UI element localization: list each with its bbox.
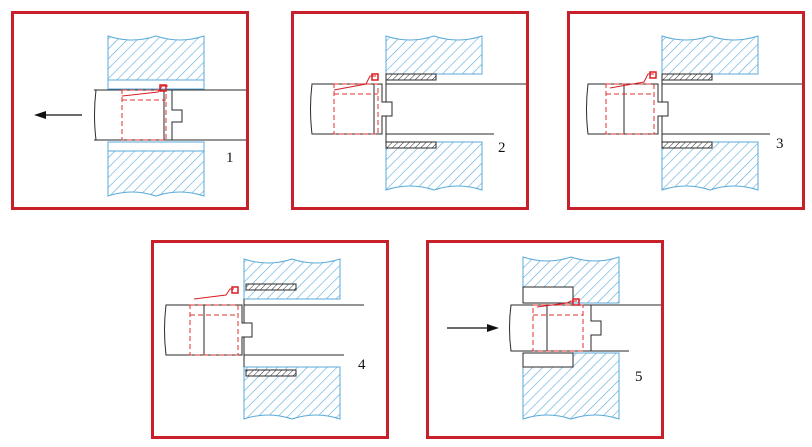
tool-body: [509, 304, 602, 352]
step-panel-3: 3: [567, 11, 805, 210]
arrow-right: [487, 324, 499, 332]
cutter-tool: [609, 73, 654, 89]
step-3-diagram: [586, 35, 802, 191]
housing-bottom-section: [522, 352, 620, 420]
housing-bottom-section: [243, 366, 341, 420]
cutter-tool: [333, 75, 376, 91]
tool-body: [164, 304, 253, 356]
step-2-diagram: [310, 35, 526, 191]
step-label-2: 2: [498, 140, 506, 156]
housing-top-section: [661, 35, 759, 75]
step-1-diagram: [34, 35, 246, 197]
arrow-left: [34, 111, 46, 119]
step-label-5: 5: [635, 369, 643, 385]
housing-bottom-section: [385, 141, 483, 191]
step-panel-1: 1: [11, 11, 249, 210]
step-4-diagram: [164, 258, 364, 420]
tool-body: [94, 89, 183, 141]
step-label-3: 3: [776, 136, 784, 152]
step-panel-4: 4: [151, 240, 389, 439]
cutter-tool: [536, 300, 577, 308]
cutter-tool: [193, 288, 234, 300]
tool-body: [310, 83, 393, 135]
step-panel-5: 5: [426, 240, 664, 439]
housing-bottom-section: [661, 141, 759, 191]
housing-top-section: [243, 258, 341, 300]
tool-body: [586, 83, 669, 135]
housing-top-section: [107, 35, 205, 90]
step-label-1: 1: [226, 150, 234, 166]
step-label-4: 4: [358, 357, 366, 373]
housing-bottom-section: [107, 141, 205, 197]
step-5-diagram: [447, 256, 661, 420]
housing-top-section: [385, 35, 483, 75]
step-panel-2: 2: [291, 11, 529, 210]
